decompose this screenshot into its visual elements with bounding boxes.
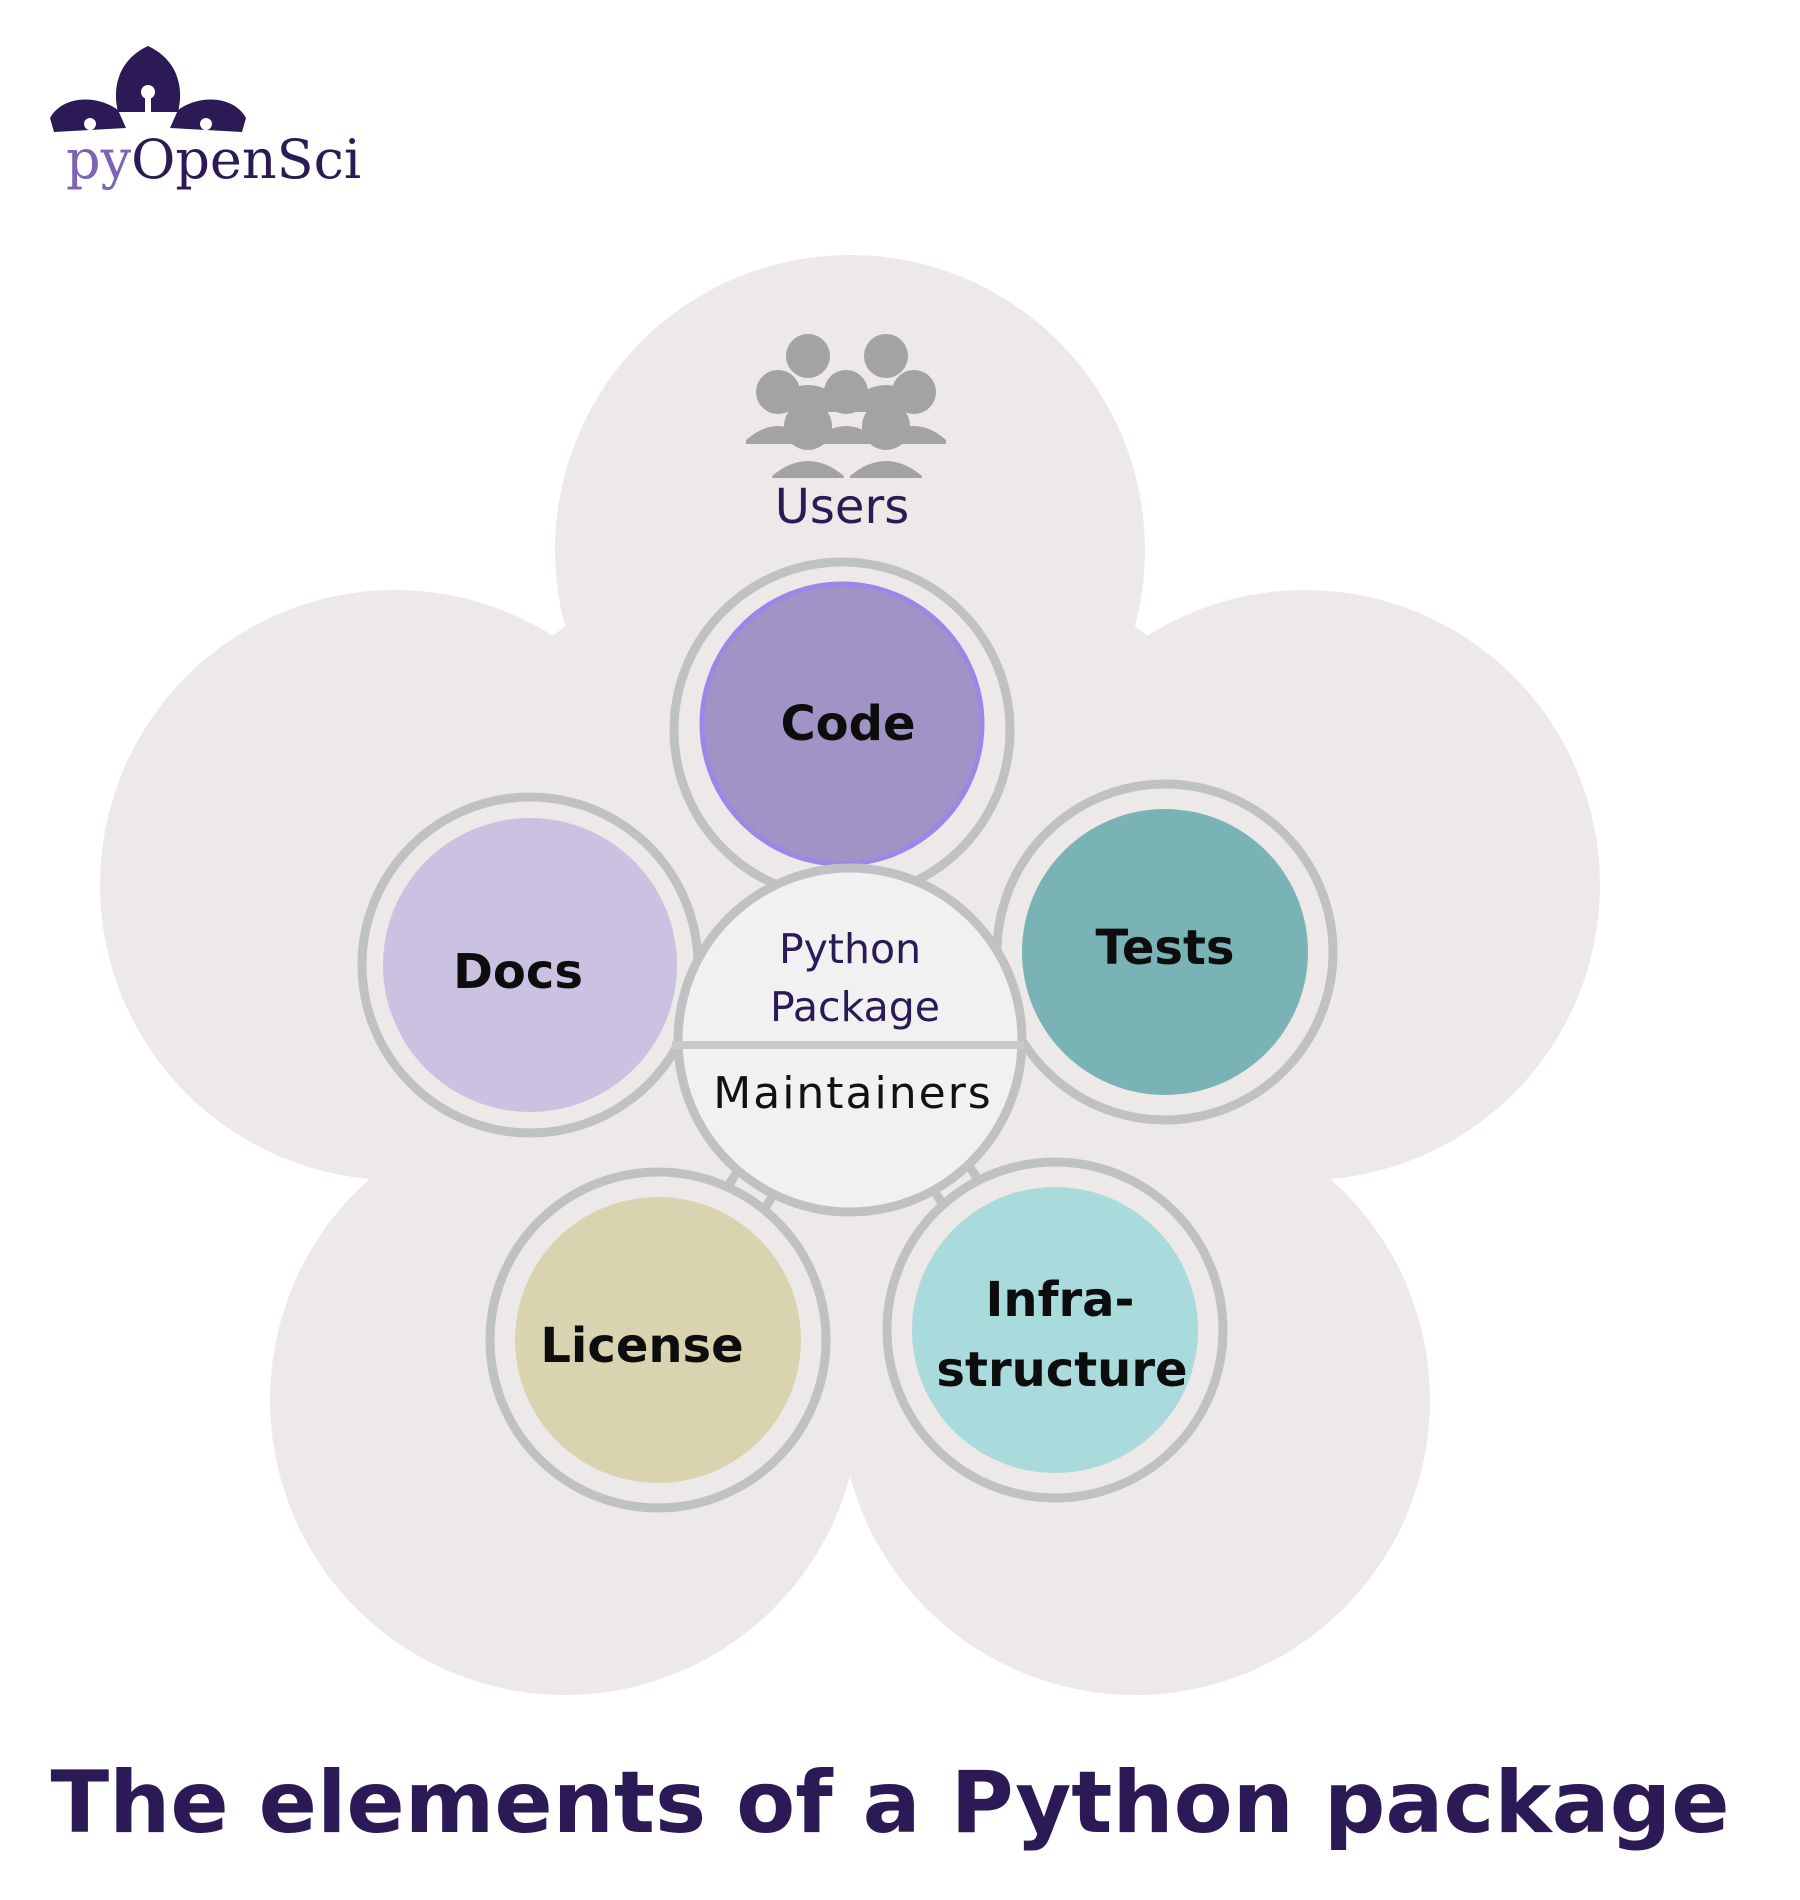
- node-tests: Tests: [1022, 809, 1308, 1095]
- node-docs-label: Docs: [453, 944, 583, 1000]
- users-label: Users: [775, 479, 909, 535]
- node-docs-circle: [383, 818, 677, 1112]
- node-infrastructure-label-line1: Infra-: [986, 1272, 1135, 1328]
- node-code: Code: [699, 581, 985, 867]
- center-node-circle: [673, 863, 1027, 1217]
- node-tests-label: Tests: [1095, 920, 1234, 976]
- node-code-label: Code: [780, 696, 915, 752]
- node-license: License: [515, 1197, 801, 1483]
- logo-flower-icon: [50, 46, 246, 132]
- pyopensci-logo: pyOpenSci: [50, 46, 361, 191]
- logo-prefix-text: py: [66, 128, 132, 191]
- node-tests-circle: [1022, 809, 1308, 1095]
- center-top-line1: Python: [779, 925, 921, 973]
- center-bottom-label: Maintainers: [713, 1068, 992, 1119]
- svg-text:pyOpenSci: pyOpenSci: [66, 128, 361, 191]
- logo-word-text: OpenSci: [131, 128, 361, 191]
- node-docs: Docs: [383, 818, 677, 1112]
- page-title: The elements of a Python package: [50, 1753, 1729, 1853]
- node-infrastructure-label-line2: structure: [936, 1342, 1187, 1398]
- node-infrastructure-circle: [912, 1187, 1198, 1473]
- people-group-icon: [746, 334, 946, 478]
- node-license-label: License: [540, 1318, 743, 1374]
- node-license-circle: [515, 1197, 801, 1483]
- node-infrastructure: Infra- structure: [912, 1187, 1198, 1473]
- center-node: Python Package Maintainers: [672, 863, 1027, 1217]
- center-top-line2: Package: [770, 983, 940, 1031]
